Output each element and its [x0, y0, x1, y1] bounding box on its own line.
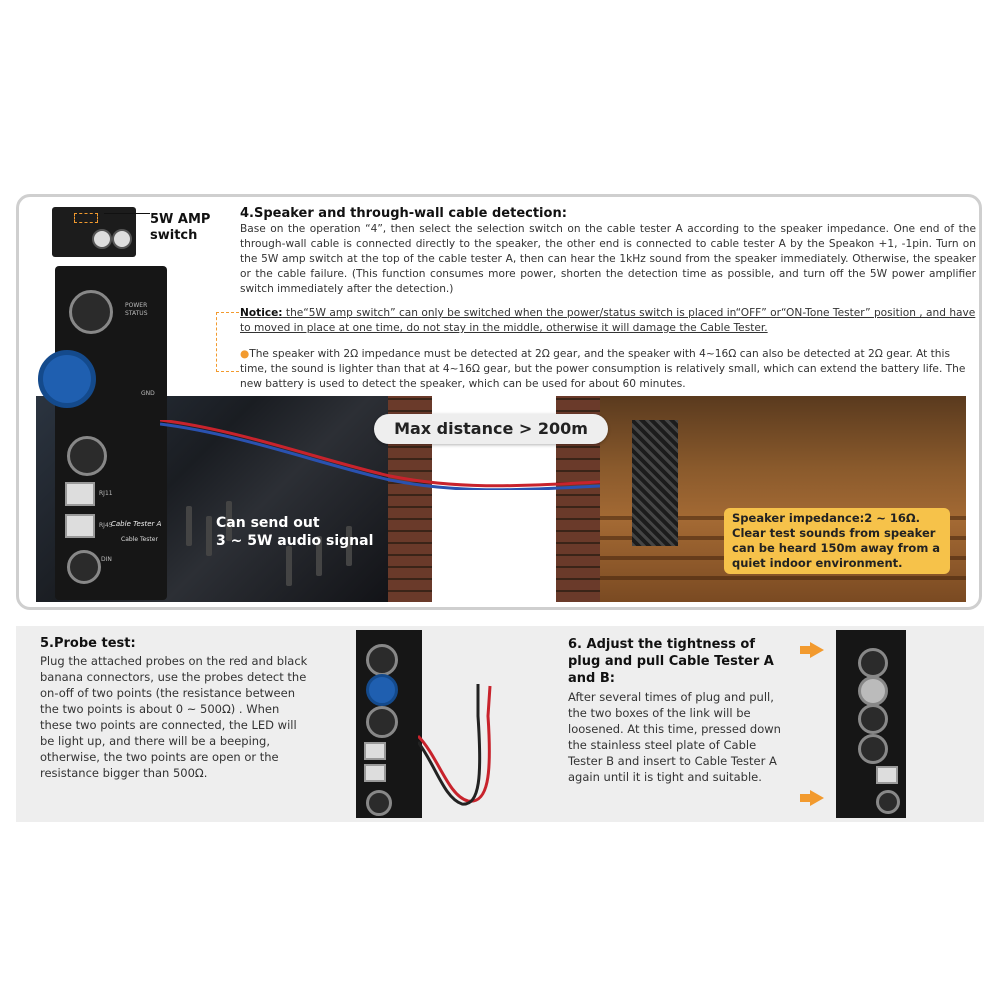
connector-icon	[92, 229, 112, 249]
section-6-title: 6. Adjust the tightness of plug and pull…	[568, 637, 774, 686]
section-4-title: 4.Speaker and through-wall cable detecti…	[240, 206, 567, 221]
bottom-band	[16, 626, 984, 822]
amp-switch-highlight	[74, 213, 98, 223]
amp-switch-label: 5W AMP switch	[150, 212, 210, 244]
din-connector-icon	[366, 790, 392, 816]
rj45-port-icon	[65, 514, 95, 538]
rj45-port-icon	[876, 766, 898, 784]
arrow-right-icon	[800, 790, 824, 806]
power-label: POWER	[125, 302, 148, 309]
impedance-callout: Speaker impedance:2 ~ 16Ω. Clear test so…	[724, 508, 950, 574]
din-label: DIN	[101, 556, 112, 563]
xlr-connector-icon	[67, 436, 107, 476]
amp-switch-photo	[52, 207, 136, 257]
din-connector-icon	[876, 790, 900, 814]
amp-pointer-line	[104, 213, 150, 214]
speakon-connector-icon	[858, 676, 888, 706]
status-label: STATUS	[125, 310, 148, 317]
amp-label-line-2: switch	[150, 228, 198, 243]
speaker-icon	[632, 420, 678, 546]
send-out-line-2: 3 ~ 5W audio signal	[216, 533, 374, 549]
section-5-body: Plug the attached probes on the red and …	[40, 654, 308, 780]
bullet-icon: ●	[240, 348, 250, 360]
rj45-port-icon	[364, 764, 386, 782]
xlr-connector-icon	[858, 704, 888, 734]
gnd-label: GND	[141, 390, 155, 397]
send-out-line-1: Can send out	[216, 515, 320, 531]
notice-label: Notice:	[240, 307, 283, 319]
arrow-right-icon	[800, 642, 824, 658]
impedance-line: quiet indoor environment.	[732, 556, 903, 570]
xlr-connector-icon	[366, 706, 398, 738]
rj11-port-icon	[65, 482, 95, 506]
cable-tester-ab-photo	[836, 630, 906, 818]
max-distance-badge: Max distance > 200m	[374, 414, 608, 444]
probe-leads-icon	[418, 684, 492, 806]
rj11-label: RJ11	[99, 490, 113, 497]
brand-label: Cable Tester A	[111, 520, 162, 528]
xlr-connector-icon	[366, 644, 398, 676]
din-connector-icon	[67, 550, 101, 584]
xlr-connector-icon	[858, 734, 888, 764]
impedance-text: ●The speaker with 2Ω impedance must be d…	[240, 347, 976, 392]
rj45-label: RJ45	[99, 522, 113, 529]
notice-body: the“5W amp switch” can only be switched …	[240, 307, 976, 334]
section-6-body: After several times of plug and pull, th…	[568, 690, 781, 784]
xlr-connector-icon	[69, 290, 113, 334]
notice-text: Notice: the“5W amp switch” can only be s…	[240, 306, 976, 336]
cable-line	[160, 420, 600, 490]
xlr-connector-icon	[858, 648, 888, 678]
cable-tester-a-device: POWER STATUS GND RJ11 RJ45 Cable Tester …	[55, 266, 167, 600]
impedance-line: can be heard 150m away from a	[732, 541, 941, 555]
connector-icon	[112, 229, 132, 249]
model-label: Cable Tester	[121, 536, 158, 543]
callout-bracket	[216, 312, 239, 372]
cable-tester-probe-photo	[356, 630, 422, 818]
impedance-line: Clear test sounds from speaker	[732, 526, 936, 540]
send-out-text: Can send out 3 ~ 5W audio signal	[216, 514, 373, 550]
amp-label-line-1: 5W AMP	[150, 212, 211, 227]
section-4-body: Base on the operation “4”, then select t…	[240, 223, 976, 295]
impedance-line: Speaker impedance:2 ~ 16Ω.	[732, 511, 921, 525]
speakon-connector-icon	[366, 674, 398, 706]
speakon-connector-icon	[38, 350, 96, 408]
rj11-port-icon	[364, 742, 386, 760]
impedance-body: The speaker with 2Ω impedance must be de…	[240, 348, 966, 390]
section-5-title: 5.Probe test:	[40, 636, 136, 651]
